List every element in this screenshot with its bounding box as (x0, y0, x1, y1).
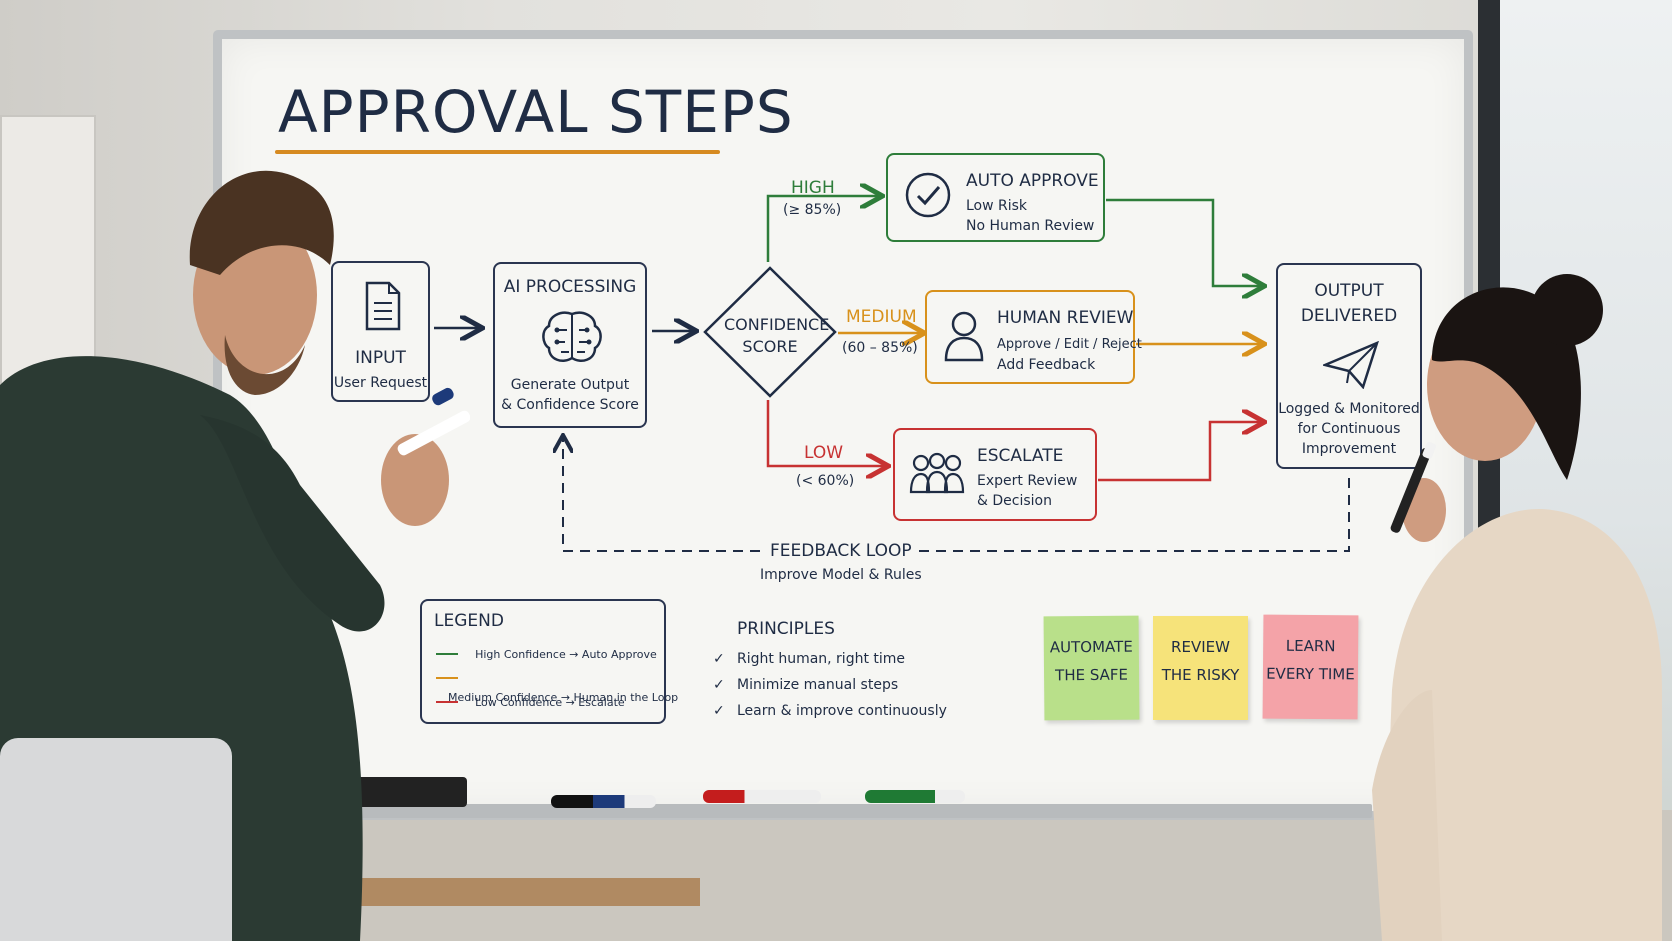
auto-sub1: Low Risk (966, 198, 1028, 214)
check-circle-icon (905, 172, 951, 218)
output-sub2: for Continuous (1297, 421, 1401, 437)
low-range: (< 60%) (796, 473, 855, 489)
legend-swatch-medium (436, 676, 458, 679)
legend-text-high: High Confidence → Auto Approve (475, 648, 657, 661)
principle-3: Learn & improve continuously (737, 703, 947, 719)
ai-processing-box: AI PROCESSING Generate Output & Confiden… (493, 262, 647, 428)
sticky-learn-line1: LEARN (1285, 636, 1336, 656)
principle-check-3: ✓ (713, 703, 725, 719)
chair (0, 738, 232, 941)
legend-item-medium: Medium Confidence → Human in the Loop (436, 667, 678, 705)
woman-observer (1372, 274, 1662, 941)
legend-swatch-high (436, 652, 458, 655)
legend-box: LEGEND High Confidence → Auto Approve Me… (420, 599, 678, 724)
medium-label: MEDIUM (846, 307, 917, 327)
arrow-auto-output (1106, 198, 1262, 286)
medium-range: (60 – 85%) (842, 340, 918, 356)
sticky-review: REVIEW THE RISKY (1153, 616, 1248, 720)
marker-red (703, 790, 821, 803)
ai-sub1: Generate Output (510, 377, 630, 393)
confidence-line1: CONFIDENCE (724, 315, 830, 334)
marker-green (865, 790, 965, 803)
group-icon (909, 452, 965, 494)
principles-title: PRINCIPLES (737, 619, 835, 639)
output-delivered-box: OUTPUT DELIVERED Logged & Monitored for … (1276, 263, 1422, 469)
feedback-dashed-return (563, 437, 760, 552)
principle-2: Minimize manual steps (737, 677, 899, 693)
arrow-escalate-output (1098, 422, 1262, 482)
arrow-low (766, 400, 886, 466)
escalate-box: ESCALATE Expert Review & Decision (893, 428, 1097, 521)
sticky-automate: AUTOMATE THE SAFE (1043, 615, 1140, 721)
output-sub1: Logged & Monitored (1278, 401, 1420, 417)
marker-black (551, 795, 656, 808)
feedback-sub: Improve Model & Rules (760, 567, 922, 583)
human-label: HUMAN REVIEW (997, 308, 1134, 328)
confidence-line2: SCORE (742, 337, 798, 356)
sticky-review-line2: THE RISKY (1161, 666, 1240, 684)
output-line2: DELIVERED (1300, 306, 1398, 326)
low-label: LOW (804, 443, 844, 463)
legend-swatch-low (436, 700, 458, 703)
human-review-box: HUMAN REVIEW Approve / Edit / Reject Add… (925, 290, 1142, 384)
legend-item-low: Low Confidence → Escalate (436, 691, 625, 710)
arrow-high (766, 196, 880, 262)
high-label: HIGH (791, 178, 835, 198)
person-icon (944, 311, 984, 362)
auto-label: AUTO APPROVE (966, 171, 1099, 191)
principle-check-2: ✓ (713, 677, 725, 693)
board-title: APPROVAL STEPS (278, 78, 794, 146)
sticky-automate-line2: THE SAFE (1055, 665, 1129, 685)
escalate-sub2: & Decision (977, 493, 1052, 509)
confidence-diamond (703, 266, 837, 398)
human-sub2: Add Feedback (997, 357, 1096, 373)
human-sub1: Approve / Edit / Reject (997, 337, 1142, 352)
document-icon (365, 281, 401, 331)
sticky-learn: LEARN EVERY TIME (1262, 614, 1359, 720)
legend-title: LEGEND (434, 611, 504, 631)
input-box: INPUT User Request (331, 261, 430, 402)
auto-sub2: No Human Review (966, 218, 1095, 234)
legend-text-low: Low Confidence → Escalate (475, 696, 625, 709)
sticky-learn-line2: EVERY TIME (1266, 664, 1355, 684)
sticky-automate-line1: AUTOMATE (1049, 637, 1133, 657)
title-underline (275, 150, 720, 154)
input-label: INPUT (355, 348, 406, 368)
escalate-label: ESCALATE (977, 446, 1064, 466)
principle-1: Right human, right time (737, 651, 906, 667)
input-sub: User Request (333, 375, 428, 391)
auto-approve-box: AUTO APPROVE Low Risk No Human Review (886, 153, 1105, 242)
brain-icon (542, 311, 602, 362)
legend-text-medium: Medium Confidence → Human in the Loop (448, 691, 679, 704)
desk (300, 878, 700, 906)
legend-item-high: High Confidence → Auto Approve (436, 643, 657, 662)
paper-plane-icon (1323, 341, 1379, 389)
output-line1: OUTPUT (1314, 281, 1384, 301)
principle-check-1: ✓ (713, 651, 725, 667)
feedback-dashed (912, 478, 1350, 552)
feedback-label: FEEDBACK LOOP (770, 541, 912, 561)
output-sub3: Improvement (1301, 441, 1397, 457)
escalate-sub1: Expert Review (977, 473, 1078, 489)
high-range: (≥ 85%) (783, 202, 842, 218)
ai-sub2: & Confidence Score (501, 397, 639, 413)
ai-label: AI PROCESSING (503, 277, 637, 297)
sticky-review-line1: REVIEW (1171, 638, 1230, 656)
